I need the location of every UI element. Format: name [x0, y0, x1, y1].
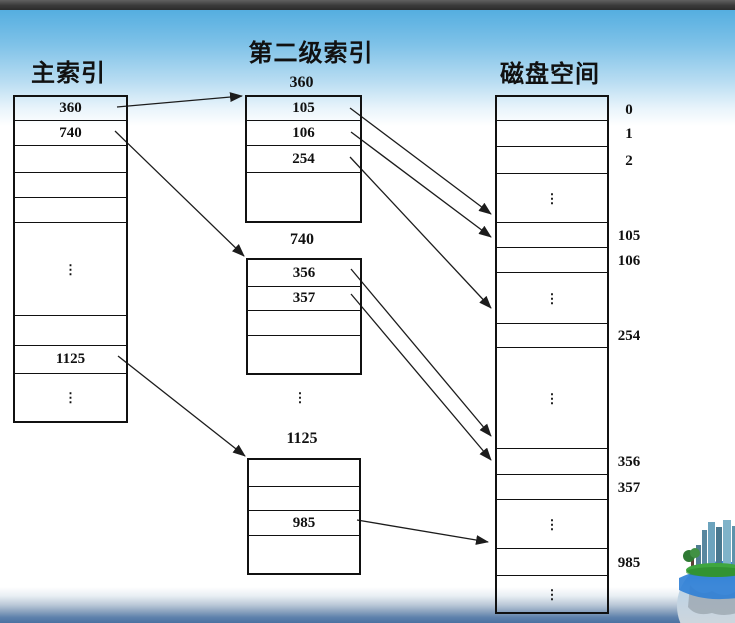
disk-space-header: 磁盘空间 [500, 62, 600, 88]
disk-space-cell-8: ⋮ [497, 347, 607, 448]
arrow-second-level-360-106-to-disk-space-106 [350, 131, 492, 238]
second-level-740-cell-3 [248, 335, 360, 373]
arrow-main-index-740-to-second-level-740 [114, 130, 245, 257]
arrow-second-level-740-357-to-disk-space-357 [350, 293, 492, 461]
second-level-360-cell-2: 254 [247, 145, 360, 172]
main-index-cell-2 [15, 145, 126, 172]
disk-space-cell-4 [497, 222, 607, 247]
arrow-second-level-740-356-to-disk-space-356 [350, 268, 492, 437]
main-index-cell-5: ⋮ [15, 222, 126, 315]
disk-space-row-label-356: 356 [617, 454, 641, 470]
disk-space-cell-6: ⋮ [497, 272, 607, 323]
tree [683, 548, 700, 568]
disk-space-row-label-1: 1 [625, 126, 633, 142]
disk-space-cell-11: ⋮ [497, 499, 607, 548]
second-level-1125-table: 985 [247, 458, 361, 575]
disk-space-row-label-357: 357 [617, 479, 641, 496]
disk-space-cell-12 [497, 548, 607, 575]
disk-space-cell-0 [497, 97, 607, 120]
second-level-1125-cell-0 [249, 460, 359, 486]
disk-space-cell-5 [497, 247, 607, 272]
arrow-main-index-1125-to-second-level-1125 [117, 355, 246, 457]
main-index-cell-8: ⋮ [15, 373, 126, 421]
arrow-second-level-1125-985-to-disk-space-985 [356, 519, 489, 545]
second-level-740-cell-0: 356 [292, 264, 316, 281]
floating-ellipsis-0: ⋮ [293, 390, 307, 405]
disk-space-cell-2 [497, 146, 607, 173]
disk-space-cell-10 [497, 474, 607, 499]
second-level-740-cell-2 [248, 310, 360, 335]
second-level-1125-title: 1125 [286, 430, 318, 447]
second-level-740-title: 740 [290, 231, 314, 248]
second-level-1125-cell-3 [249, 535, 359, 573]
slide-title: 第二级索引 [248, 41, 374, 67]
arrow-second-level-360-105-to-disk-space-105 [349, 107, 492, 215]
second-level-360-cell-3 [247, 172, 360, 221]
second-level-1125-cell-1 [249, 486, 359, 510]
city-buildings [696, 520, 735, 570]
main-index-header: 主索引 [31, 61, 106, 87]
disk-space-row-label-0: 0 [625, 101, 633, 118]
earth-city-clipart [677, 520, 735, 623]
main-index-cell-3 [15, 172, 126, 197]
disk-space-row-label-106: 106 [617, 252, 641, 269]
second-level-360-title: 360 [289, 74, 314, 91]
second-level-740-cell-1: 357 [248, 286, 360, 310]
main-index-cell-6 [15, 315, 126, 345]
second-level-1125-cell-2: 985 [249, 510, 359, 535]
main-index-cell-4 [15, 197, 126, 222]
arrow-second-level-360-254-to-disk-space-254 [349, 156, 492, 309]
disk-space-cell-9 [497, 448, 607, 474]
grass-shadow [686, 567, 735, 577]
disk-space-cell-3: ⋮ [497, 173, 607, 222]
arrow-main-index-360-to-second-level-360 [116, 92, 243, 108]
main-index-cell-1: 740 [15, 120, 126, 145]
disk-space-cell-13: ⋮ [497, 575, 607, 612]
disk-space-cell-1 [497, 120, 607, 146]
bottom-water-band [0, 587, 735, 623]
second-level-360-cell-1: 106 [247, 120, 360, 145]
disk-space-row-label-254: 254 [617, 328, 641, 344]
main-index-cell-0: 360 [59, 100, 82, 116]
disk-space-row-label-985: 985 [617, 554, 641, 571]
disk-space-row-label-105: 105 [617, 227, 641, 244]
main-index-cell-7: 1125 [15, 345, 126, 373]
disk-space-table: 0 1 2 ⋮ 105 106 ⋮ 254 ⋮ 356 357 ⋮ 985 ⋮ [495, 95, 640, 614]
disk-space-row-label-2: 2 [625, 152, 633, 169]
top-dark-bar [0, 0, 735, 10]
second-level-360-cell-0: 105 [292, 100, 315, 116]
disk-space-cell-7 [497, 323, 607, 347]
